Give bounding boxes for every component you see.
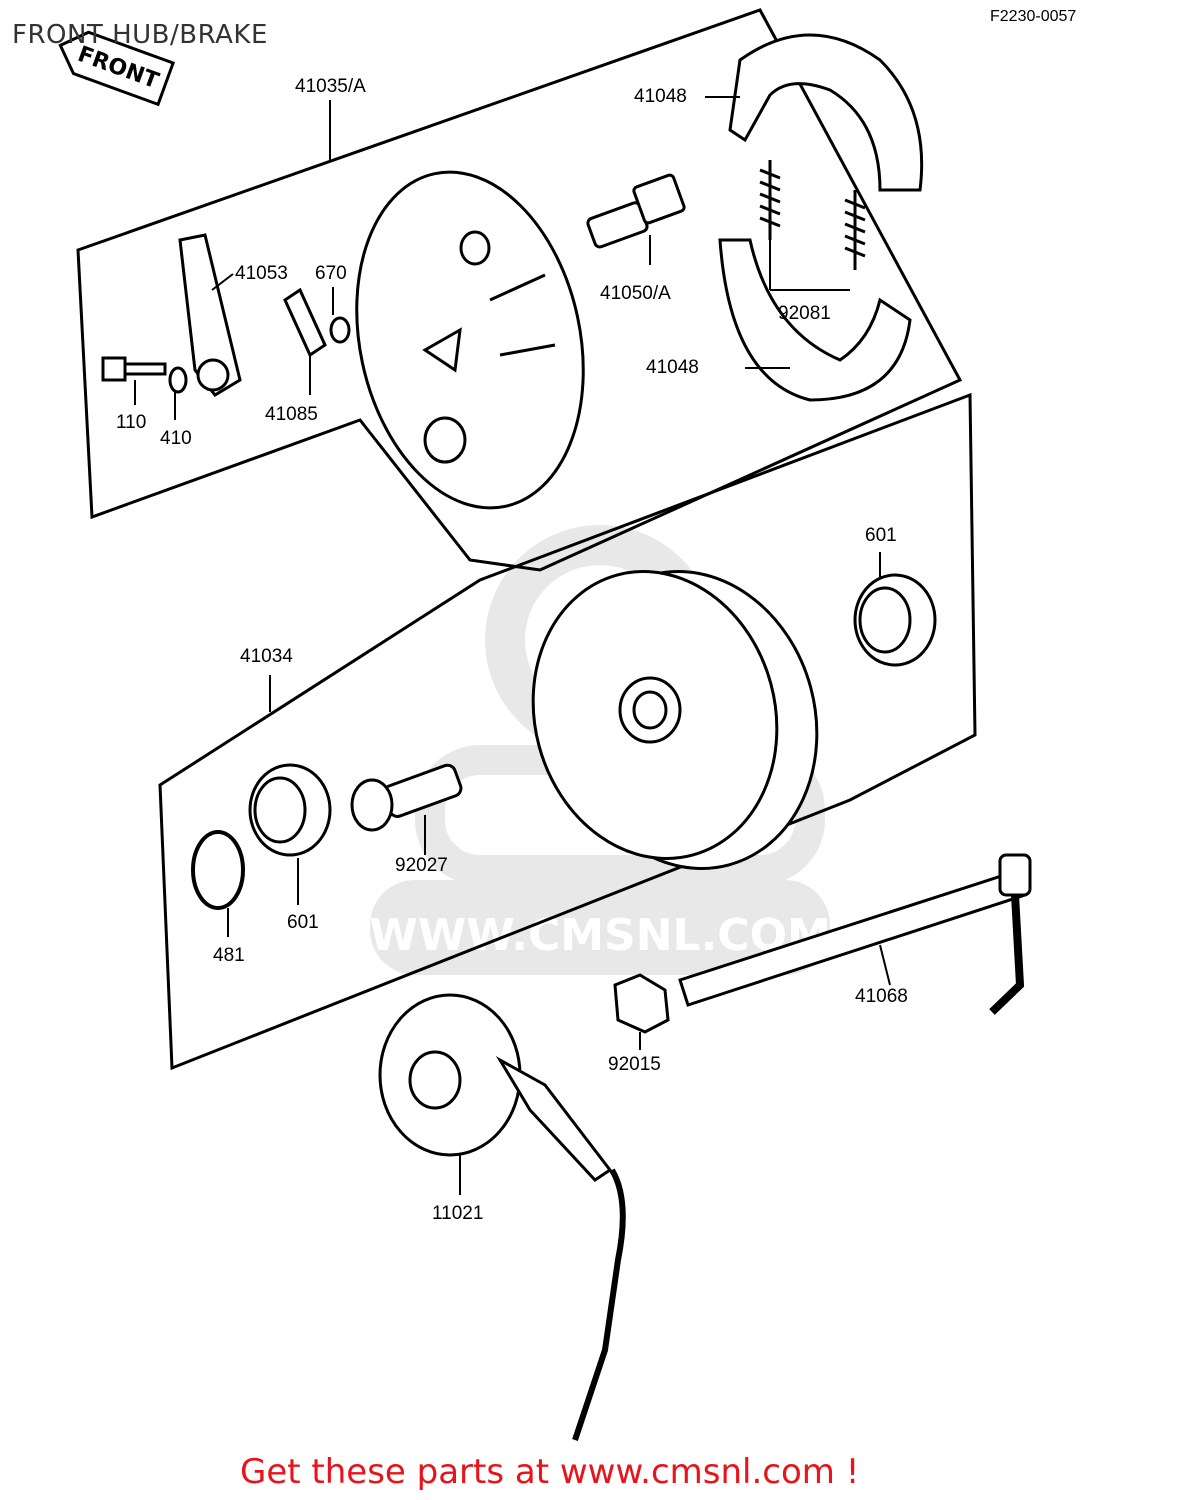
part-label-110[interactable]: 110 xyxy=(116,412,147,433)
part-label-41035a[interactable]: 41035/A xyxy=(295,76,366,97)
part-label-41048-bottom[interactable]: 41048 xyxy=(646,357,699,378)
axle-part xyxy=(678,853,1032,1015)
brake-shoes-part xyxy=(718,33,924,402)
part-label-601-left[interactable]: 601 xyxy=(287,912,319,933)
footer-parts-link[interactable]: Get these parts at www.cmsnl.com ! xyxy=(240,1452,860,1492)
part-label-41053[interactable]: 41053 xyxy=(235,263,288,284)
part-label-92081[interactable]: 92081 xyxy=(778,303,831,324)
part-label-92027[interactable]: 92027 xyxy=(395,855,448,876)
watermark-text: WWW.CMSNL.COM xyxy=(369,910,831,961)
part-label-41050a[interactable]: 41050/A xyxy=(600,283,671,304)
circlip-part xyxy=(191,830,245,910)
figure-code: F2230-0057 xyxy=(990,8,1077,25)
washer-part xyxy=(168,366,188,394)
spring-part xyxy=(759,160,866,270)
o-ring-part xyxy=(329,316,351,344)
bolt-part xyxy=(101,356,167,382)
page-title: FRONT HUB/BRAKE xyxy=(12,20,268,50)
wear-indicator-part xyxy=(283,287,327,358)
part-label-41048-top[interactable]: 41048 xyxy=(634,86,687,107)
camshaft-part xyxy=(586,173,686,249)
hub-panel-outline xyxy=(158,392,977,1071)
spacer-part xyxy=(350,763,463,832)
wheel-hub-part xyxy=(531,570,819,870)
part-label-670[interactable]: 670 xyxy=(315,263,347,284)
part-label-41068[interactable]: 41068 xyxy=(855,986,908,1007)
part-label-601-right[interactable]: 601 xyxy=(865,525,897,546)
leader-lines xyxy=(134,96,891,1195)
part-label-92015[interactable]: 92015 xyxy=(608,1054,661,1075)
bearing-left-part xyxy=(248,763,332,857)
part-label-41034[interactable]: 41034 xyxy=(240,646,293,667)
speedometer-gearbox-part xyxy=(378,993,626,1441)
part-label-481[interactable]: 481 xyxy=(213,945,245,966)
part-label-410[interactable]: 410 xyxy=(160,428,192,449)
brake-panel-part xyxy=(355,170,585,510)
cam-lever-part xyxy=(178,233,242,397)
part-label-11021[interactable]: 11021 xyxy=(432,1203,484,1224)
axle-nut-part xyxy=(613,973,670,1034)
bearing-right-part xyxy=(853,573,937,667)
part-label-41085[interactable]: 41085 xyxy=(265,404,318,425)
